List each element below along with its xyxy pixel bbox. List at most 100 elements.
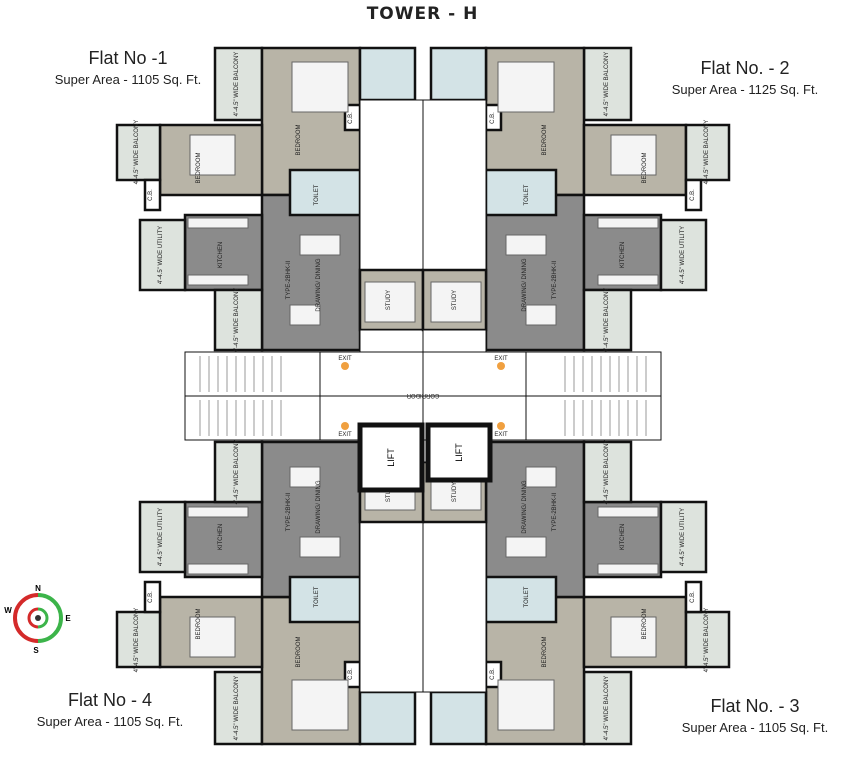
- flat-4-staircase: [184, 395, 321, 441]
- flat-2-label-bedroom: BEDROOM: [542, 124, 548, 155]
- flat-3-label-kitchen: KITCHEN: [620, 524, 626, 550]
- flat-3-kitchen-counter: [597, 563, 659, 575]
- flat-1-kitchen-counter: [187, 217, 249, 229]
- flat-3-name: Flat No. - 3: [710, 696, 800, 716]
- exit-label: EXIT: [338, 432, 352, 438]
- flat-3-label-balcony: 4'-4.5" WIDE BALCONY: [604, 676, 610, 741]
- flat-4-kitchen-counter: [187, 506, 249, 518]
- exit-marker-icon: [497, 362, 505, 370]
- flat-1-label-bedroom: BEDROOM: [196, 152, 202, 183]
- flat-1-staircase: [184, 351, 321, 397]
- flat-4-balcony: [213, 440, 264, 504]
- corridor-label: CORRIDOR: [406, 392, 439, 398]
- flat-1-study-desk: [364, 281, 416, 323]
- flat-2-label-type: TYPE-2BHK-II: [552, 260, 558, 299]
- exit-label: EXIT: [494, 356, 508, 362]
- flat-1-bed-furniture: [291, 61, 349, 113]
- flat-2-kitchen-counter: [597, 274, 659, 286]
- flat-1-label-study: STUDY: [386, 290, 392, 310]
- flat-4-label-bedroom: BEDROOM: [196, 608, 202, 639]
- flat-1-sofa: [289, 304, 321, 326]
- flat-2-label-balcony: 4'-4.5" WIDE BALCONY: [604, 288, 610, 353]
- page-title: TOWER - H: [366, 4, 479, 24]
- flat-1-cupboard: [143, 178, 162, 212]
- flat-3-label-toilet: TOILET: [524, 586, 530, 607]
- flat-2-label-cb: C.B.: [690, 189, 696, 201]
- flat-2-corridor: [422, 351, 527, 397]
- flat-1-balcony: [213, 46, 264, 122]
- flat-3-kitchen-counter: [597, 506, 659, 518]
- flat-1-utility: [138, 218, 187, 292]
- flat-2-bed-furniture: [610, 134, 657, 176]
- flat-3-label-balcony: 4'-4.5" WIDE BALCONY: [704, 608, 710, 673]
- flat-1-toilet: [358, 46, 417, 102]
- flat-3-label-cb: C.B.: [490, 668, 496, 680]
- flat-4-label-toilet: TOILET: [314, 586, 320, 607]
- flat-1-area: Super Area - 1105 Sq. Ft.: [54, 72, 202, 87]
- exit-label: EXIT: [494, 432, 508, 438]
- flat-1-dining-table: [299, 234, 341, 256]
- flat-3-toilet: [484, 575, 558, 624]
- flat-3-label-bedroom: BEDROOM: [542, 636, 548, 667]
- flat-4-label-balcony: 4'-4.5" WIDE BALCONY: [134, 608, 140, 673]
- flat-1-label-type: TYPE-2BHK-II: [286, 260, 292, 299]
- flat-2-name: Flat No. - 2: [700, 58, 790, 78]
- flat-2-label-balcony: 4'-4.5" WIDE BALCONY: [604, 52, 610, 117]
- flat-3-dining-table: [505, 536, 547, 558]
- flat-1-label: Flat No -1 Super Area - 1105 Sq. Ft.: [28, 48, 228, 87]
- flat-4-label-drawing: DRAWING/ DINING: [316, 480, 322, 533]
- flat-4-utility: [138, 500, 187, 574]
- flat-1-label-utility: 4'-4.5" WIDE UTILITY: [158, 226, 164, 284]
- flat-4-dining-table: [299, 536, 341, 558]
- flat-3-label-balcony: 4'-4.5" WIDE BALCONY: [604, 440, 610, 505]
- flat-4-cupboard: [143, 580, 162, 614]
- flat-1-bed-furniture: [189, 134, 236, 176]
- flat-1-name: Flat No -1: [88, 48, 168, 68]
- exit-marker-icon: [341, 422, 349, 430]
- flat-2-utility: [659, 218, 708, 292]
- flat-1-label-drawing: DRAWING/ DINING: [316, 258, 322, 311]
- flat-4-label-type: TYPE-2BHK-II: [286, 492, 292, 531]
- flat-2-label-study: STUDY: [452, 290, 458, 310]
- lift-2: [425, 422, 493, 483]
- flat-2-cupboard: [684, 178, 703, 212]
- flat-3-label-study: STUDY: [452, 482, 458, 502]
- flat-2-drawing-dining: [484, 193, 586, 352]
- flat-4-balcony: [213, 670, 264, 746]
- flat-3-balcony: [684, 610, 731, 669]
- flat-1-label-cb: C.B.: [148, 189, 154, 201]
- flat-1-label-cb: C.B.: [348, 112, 354, 124]
- flat-3-bed-furniture: [610, 616, 657, 658]
- flat-2-balcony: [582, 46, 633, 122]
- flat-2-label-utility: 4'-4.5" WIDE UTILITY: [680, 226, 686, 284]
- flat-3-area: Super Area - 1105 Sq. Ft.: [681, 720, 829, 735]
- flat-1-label-bedroom: BEDROOM: [296, 124, 302, 155]
- flat-2-label-bedroom: BEDROOM: [642, 152, 648, 183]
- flat-3-cupboard: [684, 580, 703, 614]
- flat-2-label-toilet: TOILET: [524, 184, 530, 205]
- flat-1-label-kitchen: KITCHEN: [218, 242, 224, 268]
- flat-4-label-utility: 4'-4.5" WIDE UTILITY: [158, 508, 164, 566]
- flat-4-sofa: [289, 466, 321, 488]
- flat-4-kitchen-counter: [187, 563, 249, 575]
- flat-2-staircase: [525, 351, 662, 397]
- flat-1-balcony: [213, 288, 264, 352]
- lift-label: LIFT: [386, 448, 396, 467]
- flat-2-dining-table: [505, 234, 547, 256]
- flat-4-toilet: [358, 690, 417, 746]
- flat-4-shaft: [359, 521, 424, 693]
- flat-3-label: Flat No. - 3 Super Area - 1105 Sq. Ft.: [665, 696, 845, 735]
- lift-label: LIFT: [454, 443, 464, 462]
- flat-2-balcony: [684, 123, 731, 182]
- flat-1-kitchen-counter: [187, 274, 249, 286]
- flat-3-label-drawing: DRAWING/ DINING: [522, 480, 528, 533]
- flat-2-label-balcony: 4'-4.5" WIDE BALCONY: [704, 120, 710, 185]
- flat-4-label-balcony: 4'-4.5" WIDE BALCONY: [234, 440, 240, 505]
- flat-3-label-type: TYPE-2BHK-II: [552, 492, 558, 531]
- lift-1: [357, 422, 425, 493]
- flat-3-shaft: [422, 521, 487, 693]
- flat-1-duct: [359, 329, 424, 353]
- flat-2-duct: [422, 329, 487, 353]
- exit-marker-icon: [341, 362, 349, 370]
